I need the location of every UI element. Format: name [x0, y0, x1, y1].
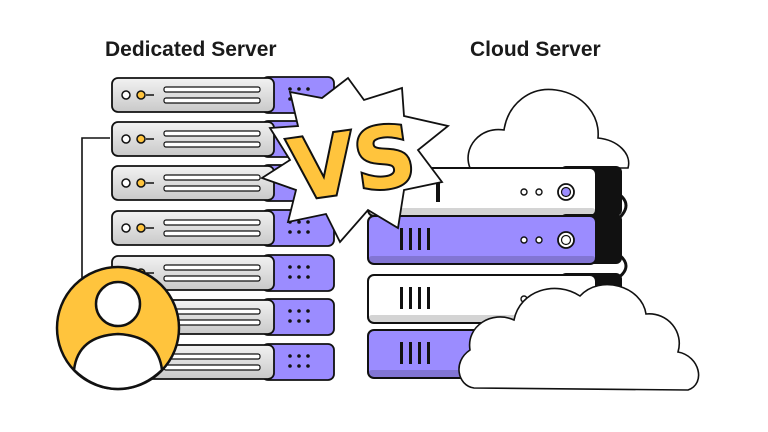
status-light	[535, 236, 543, 244]
status-light	[520, 188, 528, 196]
vent-bar	[409, 228, 412, 250]
server-unit	[111, 209, 335, 247]
vent-dot	[306, 230, 310, 234]
server-shadow	[368, 208, 596, 216]
vent-dot	[306, 309, 310, 313]
vent-dot	[306, 354, 310, 358]
vent-dot	[306, 364, 310, 368]
vent-dot	[306, 265, 310, 269]
vent-dot	[297, 220, 301, 224]
vent-dot	[288, 87, 292, 91]
versus-label: VS	[283, 106, 421, 221]
status-light	[535, 188, 543, 196]
vent-bar	[400, 287, 403, 309]
server-front-panel	[367, 215, 597, 265]
vent-dot	[306, 87, 310, 91]
vent-bar	[427, 342, 430, 364]
cable-line	[81, 137, 110, 300]
vent-dot	[288, 354, 292, 358]
vent-bar	[409, 342, 412, 364]
drive-slot	[163, 364, 261, 371]
status-light	[520, 236, 528, 244]
status-light	[136, 134, 146, 144]
vent-dot	[288, 230, 292, 234]
drive-slot	[163, 219, 261, 226]
cloud-icon	[458, 283, 700, 391]
vent-bar	[409, 287, 412, 309]
vent-dot	[297, 364, 301, 368]
power-button-core	[560, 234, 572, 246]
drive-slot	[163, 275, 261, 282]
vent-bar	[400, 342, 403, 364]
status-light	[136, 90, 146, 100]
vent-dot	[297, 319, 301, 323]
status-light	[121, 178, 131, 188]
vent-dot	[306, 275, 310, 279]
vent-dot	[288, 275, 292, 279]
vent-dot	[288, 309, 292, 313]
drive-slot	[163, 185, 261, 192]
vent-dot	[297, 354, 301, 358]
vent-bar	[418, 228, 421, 250]
status-light	[136, 178, 146, 188]
dedicated-server-title: Dedicated Server	[105, 38, 277, 61]
user-avatar-icon	[55, 265, 181, 391]
vent-bar	[418, 342, 421, 364]
vent-dot	[288, 364, 292, 368]
server-unit	[367, 214, 622, 265]
status-light	[121, 134, 131, 144]
drive-slot	[163, 174, 261, 181]
vent-dot	[288, 319, 292, 323]
vent-dot	[297, 275, 301, 279]
vent-dot	[297, 265, 301, 269]
vent-bar	[427, 228, 430, 250]
drive-slot	[163, 97, 261, 104]
power-button-core	[560, 186, 572, 198]
drive-slot	[163, 353, 261, 360]
server-shadow	[368, 256, 596, 264]
vent-bar	[436, 180, 440, 202]
comic-burst-icon: VS	[259, 76, 451, 244]
vent-bar	[427, 287, 430, 309]
vent-bar	[400, 228, 403, 250]
vent-dot	[306, 220, 310, 224]
status-light	[121, 223, 131, 233]
status-light	[121, 90, 131, 100]
drive-slot	[163, 130, 261, 137]
vent-dot	[288, 265, 292, 269]
drive-slot	[163, 264, 261, 271]
vent-dot	[306, 319, 310, 323]
drive-slot	[163, 141, 261, 148]
vent-bar	[418, 287, 421, 309]
vent-dot	[297, 87, 301, 91]
vent-dot	[297, 230, 301, 234]
status-light	[136, 223, 146, 233]
drive-slot	[163, 86, 261, 93]
vent-dot	[297, 309, 301, 313]
drive-slot	[163, 230, 261, 237]
cloud-icon	[467, 88, 630, 169]
cloud-server-title: Cloud Server	[470, 38, 601, 61]
